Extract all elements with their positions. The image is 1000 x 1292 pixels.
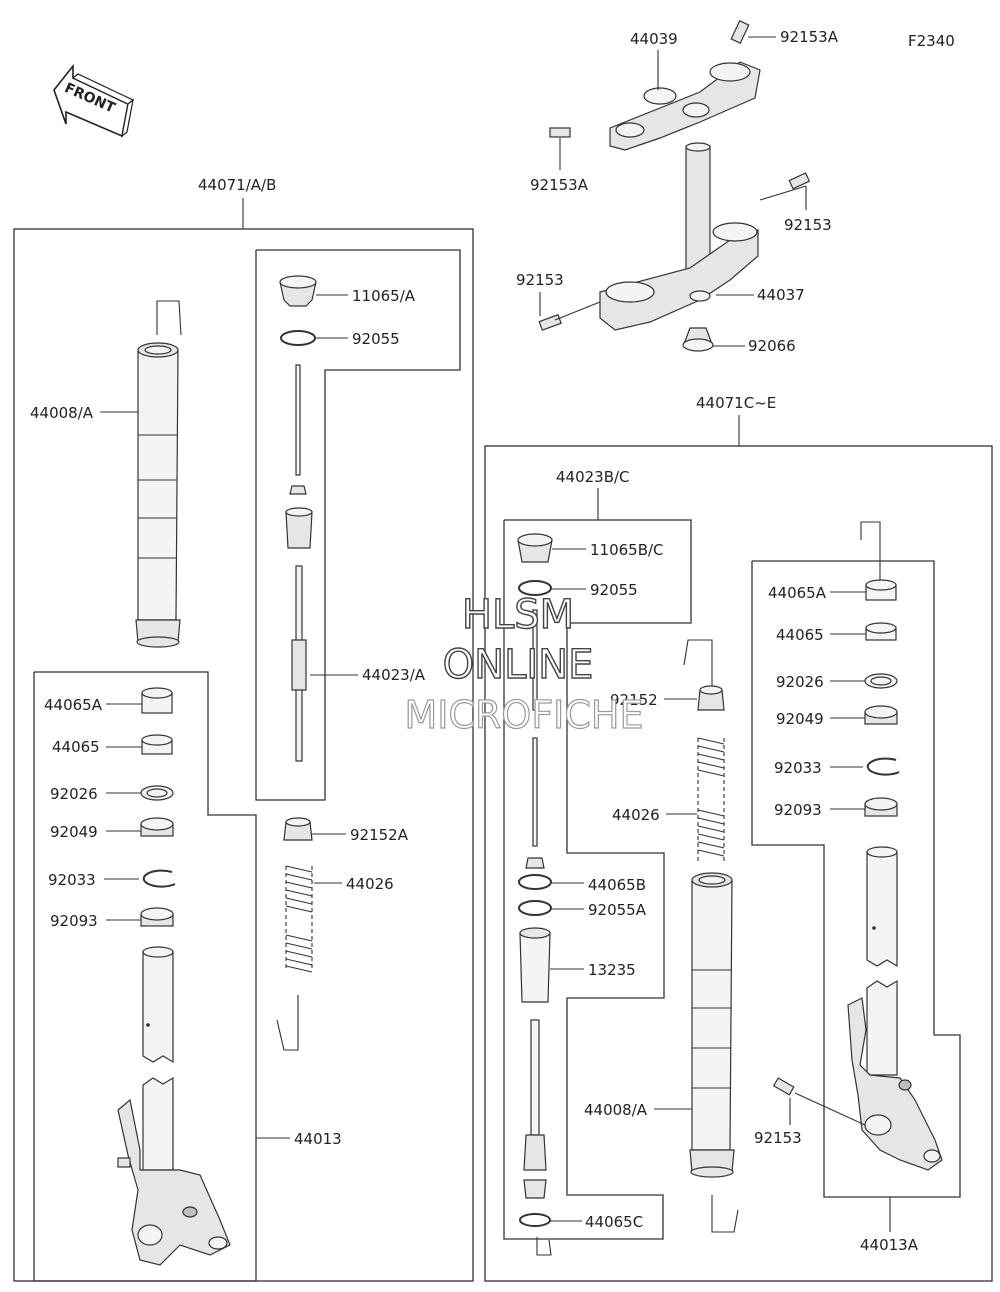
right-outer-tube (689, 872, 735, 1178)
right-oring (518, 580, 552, 596)
label-right-oring: 92055 (590, 581, 638, 599)
right-bush-a (865, 579, 897, 601)
label-left-outer-tube: 44008/A (30, 404, 94, 422)
label-right-fork: 44071C~E (696, 394, 776, 412)
label-stem: 44037 (757, 286, 805, 304)
left-spring (285, 865, 313, 973)
left-oring (280, 330, 316, 346)
label-lower-left: 44013 (294, 1130, 342, 1148)
right-axle-holder (847, 997, 943, 1171)
left-nut (283, 817, 313, 841)
left-clip (142, 869, 176, 888)
top-clamp (609, 61, 761, 151)
label-left-spring: 44026 (346, 875, 394, 893)
left-outer-tube (135, 342, 181, 648)
left-axle-holder (117, 1098, 231, 1266)
label-right-nut: 92152 (610, 691, 658, 709)
label-right-bush-c: 44065C (585, 1213, 643, 1231)
right-bush (865, 622, 897, 641)
watermark: HLSM ONLINE MICROFICHE (404, 591, 644, 737)
watermark-line-3: MICROFICHE (404, 693, 643, 737)
cartridge-left-box (255, 249, 461, 801)
right-fork-box (484, 445, 993, 1282)
left-bush (141, 734, 173, 755)
label-right-outer-tube: 44008/A (584, 1101, 648, 1119)
label-bolt-top-left: 92153A (530, 176, 589, 194)
label-right-spring: 44026 (612, 806, 660, 824)
front-arrow-icon: FRONT (53, 63, 135, 138)
watermark-line-1: HLSM (462, 592, 574, 638)
right-cylinder (519, 927, 551, 1003)
right-seal (864, 705, 898, 725)
right-bush-c (519, 1213, 551, 1227)
left-dust-seal (140, 907, 174, 927)
right-inner-tube (866, 846, 898, 1076)
label-left-washer: 92026 (50, 785, 98, 803)
label-right-dust-seal: 92093 (774, 801, 822, 819)
left-bush-a (141, 687, 173, 714)
right-oring-a (518, 900, 552, 916)
label-right-axle-bolt: 92153 (754, 1129, 802, 1147)
right-fork-cap (517, 533, 553, 563)
label-right-seal: 92049 (776, 710, 824, 728)
cartridge-right-box (503, 519, 692, 1240)
label-bolt-top-right: 92153A (780, 28, 839, 46)
label-bolt-stem-left: 92153 (516, 271, 564, 289)
right-dust-seal (864, 797, 898, 817)
bolt-top-right (730, 20, 750, 44)
lower-left-box (33, 671, 257, 1282)
left-damper-rod (285, 364, 313, 762)
label-stem-nut: 92066 (748, 337, 796, 355)
diagram-code: F2340 (908, 32, 955, 50)
label-right-oring-a: 92055A (588, 901, 647, 919)
right-damper-rod (525, 609, 545, 869)
label-right-bush-b: 44065B (588, 876, 646, 894)
label-left-bush-a: 44065A (44, 696, 103, 714)
left-inner-tube (142, 946, 174, 1171)
right-axle-bolt (772, 1077, 795, 1096)
right-spring (697, 737, 725, 862)
bolt-stem-left (538, 314, 562, 331)
bolt-top-left (549, 127, 571, 138)
label-right-bush: 44065 (776, 626, 824, 644)
bolt-stem-right (788, 172, 811, 190)
steering-stem (599, 142, 759, 331)
left-seal (140, 817, 174, 837)
label-right-washer: 92026 (776, 673, 824, 691)
label-left-clip: 92033 (48, 871, 96, 889)
label-right-cylinder: 13235 (588, 961, 636, 979)
left-washer (140, 785, 174, 801)
label-left-seal: 92049 (50, 823, 98, 841)
right-damper-shaft (523, 1019, 547, 1199)
lower-right-box (751, 560, 961, 1198)
right-bush-b (518, 874, 552, 890)
label-cartridge-left: 44023/A (362, 666, 426, 684)
label-right-clip: 92033 (774, 759, 822, 777)
label-top-clamp: 44039 (630, 30, 678, 48)
label-right-cap: 11065B/C (590, 541, 664, 559)
label-left-fork: 44071/A/B (198, 176, 276, 194)
label-left-dust-seal: 92093 (50, 912, 98, 930)
watermark-line-2: ONLINE (443, 642, 594, 688)
right-clip (866, 757, 900, 776)
left-fork-cap (279, 275, 317, 307)
right-nut (697, 685, 725, 711)
label-left-oring: 92055 (352, 330, 400, 348)
label-cartridge-right: 44023B/C (556, 468, 630, 486)
label-right-bush-a: 44065A (768, 584, 827, 602)
label-bolt-stem-right: 92153 (784, 216, 832, 234)
label-left-nut: 92152A (350, 826, 409, 844)
label-lower-right: 44013A (860, 1236, 919, 1254)
label-left-cap: 11065/A (352, 287, 416, 305)
stem-nut (682, 327, 714, 352)
right-washer (864, 673, 898, 689)
label-left-bush: 44065 (52, 738, 100, 756)
